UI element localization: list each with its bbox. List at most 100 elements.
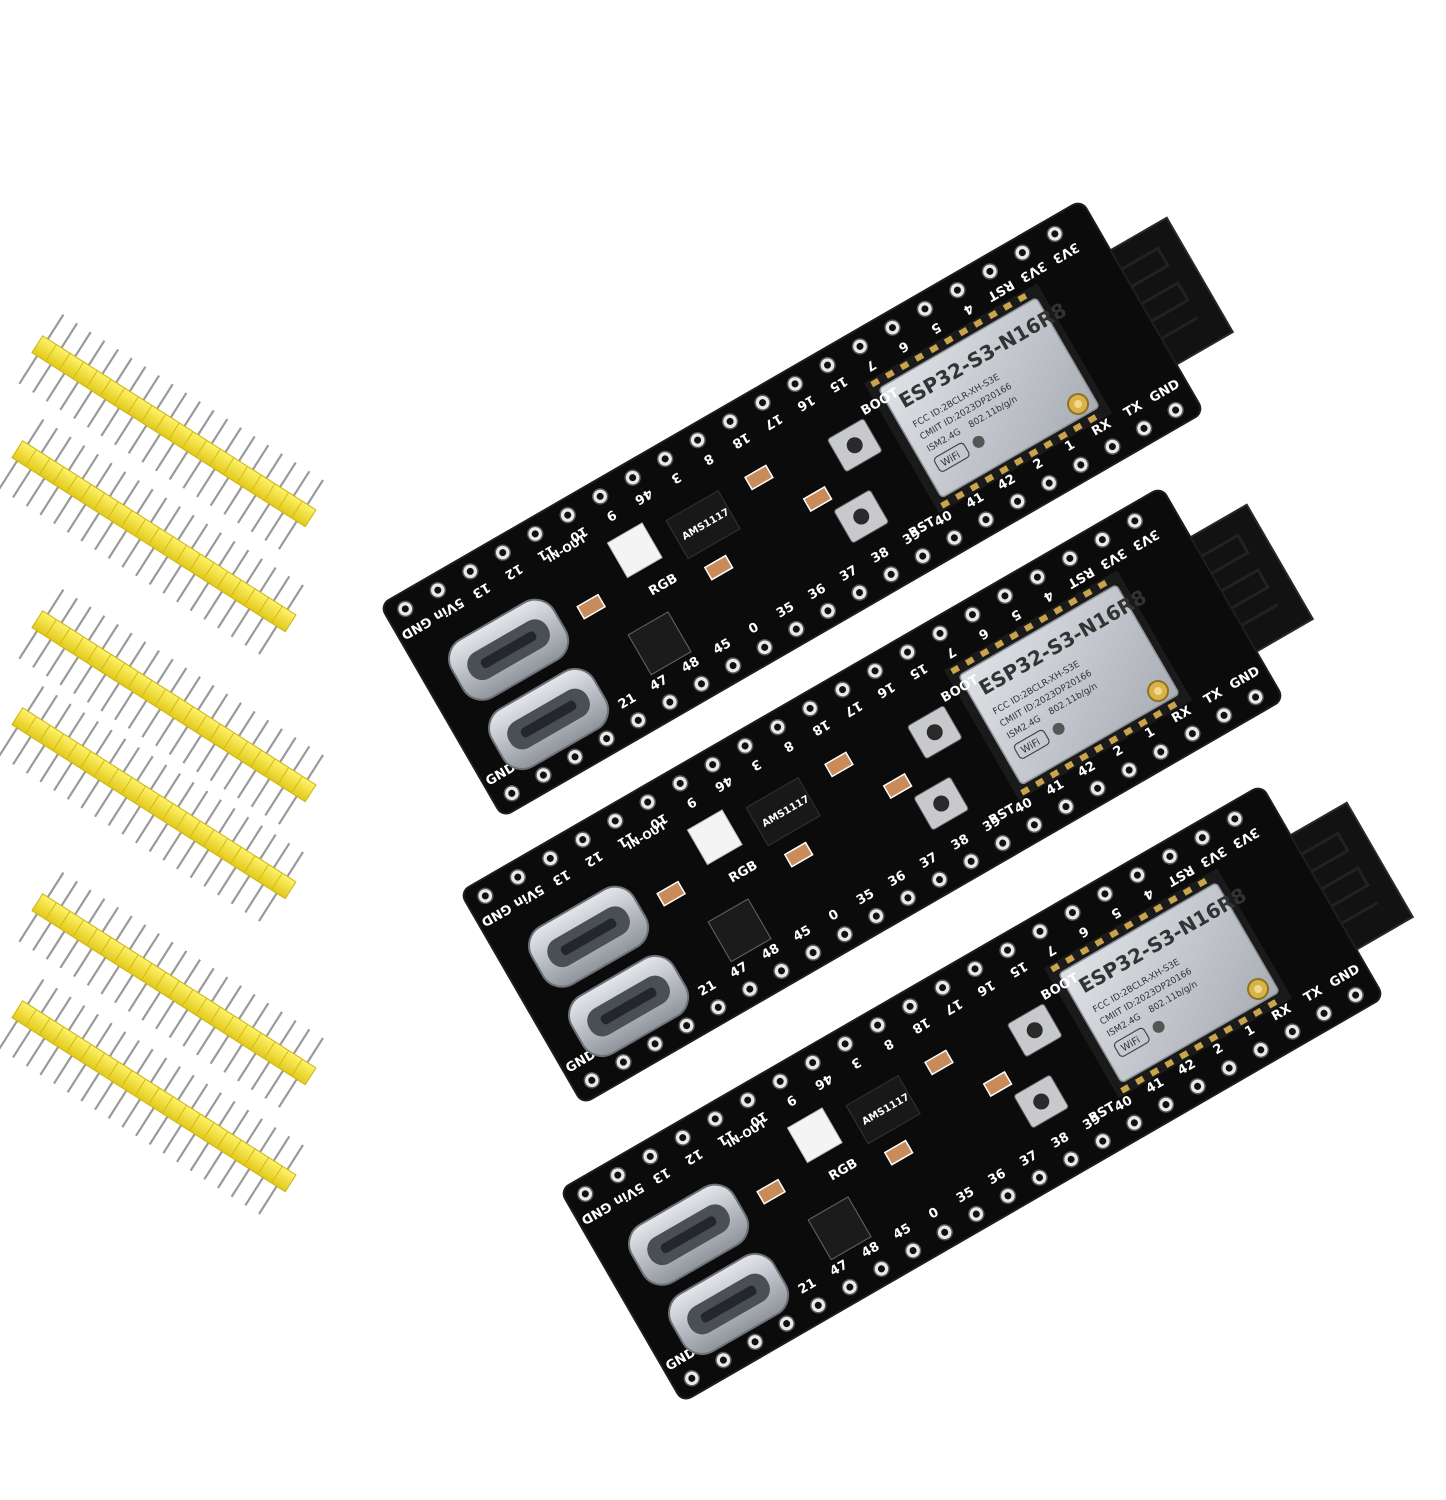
ufl-connector-center xyxy=(1074,400,1083,409)
esp32-s3-boards: 3V33V3RST45671516171883469101112135VinGN… xyxy=(382,202,1415,1400)
header-divider xyxy=(113,662,126,681)
smd-capacitor xyxy=(802,485,833,513)
module-pad xyxy=(1049,769,1060,779)
header-pin xyxy=(101,623,119,651)
header-pin xyxy=(149,764,168,791)
header-pin xyxy=(278,1077,299,1108)
pin-hole-center xyxy=(1098,536,1106,544)
header-divider xyxy=(161,1096,174,1114)
smd-capacitor xyxy=(656,880,687,907)
header-pin xyxy=(250,502,271,533)
header-pin xyxy=(149,1057,168,1084)
module-pad xyxy=(1013,456,1024,466)
header-divider xyxy=(161,536,174,554)
header-pin xyxy=(141,990,162,1021)
ufl-connector-center xyxy=(1154,687,1163,696)
module-pad xyxy=(1079,752,1090,762)
header-pin xyxy=(203,590,224,620)
header-divider xyxy=(72,361,85,380)
pin-hole-center xyxy=(814,1301,822,1309)
header-divider xyxy=(243,1148,256,1166)
header-divider xyxy=(120,1070,133,1088)
header-divider xyxy=(140,680,153,698)
header-divider xyxy=(168,422,180,440)
header-pin xyxy=(60,322,79,350)
header-pin xyxy=(176,839,197,870)
header-divider xyxy=(189,1113,201,1132)
header-pin xyxy=(26,686,45,713)
pin-hole-center xyxy=(1133,871,1141,879)
header-divider xyxy=(291,500,303,519)
module-pad xyxy=(1017,293,1028,303)
module-pad xyxy=(884,369,895,379)
header-divider xyxy=(271,605,283,624)
module-pad xyxy=(914,352,925,362)
header-pin xyxy=(59,655,80,686)
header-pin xyxy=(94,787,115,818)
header-divider xyxy=(209,1006,221,1025)
header-pin xyxy=(81,720,99,748)
header-divider xyxy=(209,448,221,467)
header-pin xyxy=(86,398,107,428)
header-divider xyxy=(222,732,235,750)
usb-c-tongue xyxy=(560,918,617,956)
pin-hole-center xyxy=(953,286,961,294)
header-pin xyxy=(142,374,160,402)
header-pin xyxy=(223,985,242,1012)
pin-hole-center xyxy=(661,455,669,463)
header-pin xyxy=(237,435,256,463)
header-pin xyxy=(94,462,113,490)
header-divider xyxy=(58,627,71,646)
header-pin xyxy=(217,807,236,835)
header-pin xyxy=(135,1106,156,1137)
header-pin xyxy=(258,891,279,922)
header-pin xyxy=(169,950,188,977)
header-pin xyxy=(148,1115,169,1146)
pin-hole-center xyxy=(1018,249,1026,257)
pin-hole-center xyxy=(761,643,769,651)
header-pin xyxy=(53,1054,74,1085)
header-pin xyxy=(86,673,107,703)
pin-hole-center xyxy=(1252,693,1260,701)
header-pin xyxy=(203,799,222,826)
header-divider xyxy=(154,413,167,432)
pin-hole-center xyxy=(531,530,539,538)
pin-hole-center xyxy=(1067,1155,1075,1163)
header-pin xyxy=(230,607,251,638)
header-pin xyxy=(237,1051,258,1082)
pin-hole-center xyxy=(1101,890,1109,898)
header-pin xyxy=(264,728,283,755)
pin-hole-center xyxy=(1220,711,1228,719)
header-pin xyxy=(149,497,168,524)
pin-hole-center xyxy=(1062,803,1070,811)
header-pin xyxy=(258,833,277,861)
header-strip xyxy=(0,686,304,922)
pin-hole-center xyxy=(1036,1174,1044,1182)
pin-hole-center xyxy=(972,1210,980,1218)
header-pin xyxy=(305,754,324,781)
header-pin xyxy=(18,912,39,943)
smd-capacitor xyxy=(883,1139,914,1166)
header-divider xyxy=(140,963,153,981)
pin-hole-center xyxy=(1077,461,1085,469)
module-pad xyxy=(969,482,980,492)
header-divider xyxy=(99,937,112,955)
header-pin xyxy=(66,770,87,800)
header-pin xyxy=(176,572,197,603)
header-pin xyxy=(237,493,258,524)
pin-hole-center xyxy=(679,1134,687,1142)
header-pin xyxy=(272,575,291,603)
header-pin xyxy=(237,768,258,799)
header-pin xyxy=(100,406,121,437)
header-pin xyxy=(45,929,66,960)
pin-hole-center xyxy=(1162,1101,1170,1109)
header-pin xyxy=(285,851,304,878)
module-pad xyxy=(973,318,984,328)
rf-shield xyxy=(879,298,1099,498)
header-pin xyxy=(162,563,183,594)
header-divider xyxy=(195,997,208,1016)
header-pin xyxy=(114,415,135,446)
header-pin xyxy=(196,409,215,437)
header-pin xyxy=(73,331,92,358)
module-pad xyxy=(999,465,1010,475)
